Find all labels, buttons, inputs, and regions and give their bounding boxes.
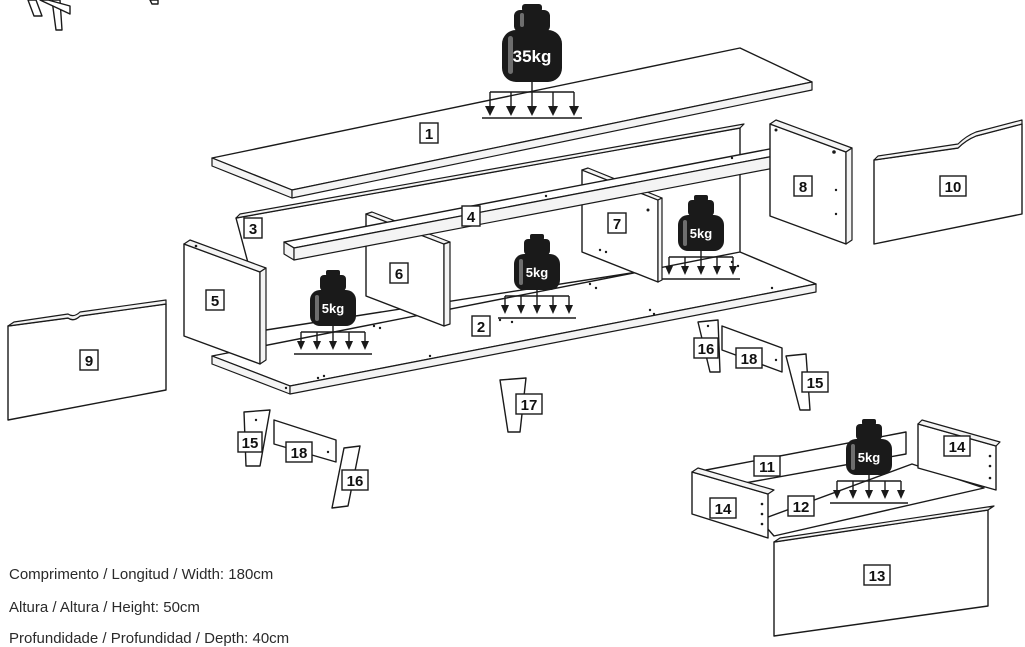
- weight-drawer: 5kg: [830, 419, 908, 504]
- weight-middle-label: 5kg: [526, 265, 548, 280]
- part-label-5: 5: [205, 289, 225, 311]
- svg-text:12: 12: [793, 499, 810, 516]
- svg-text:1: 1: [425, 126, 433, 143]
- part-label-2: 2: [471, 315, 491, 337]
- part-label-16-right: 16: [693, 337, 719, 359]
- svg-text:10: 10: [945, 179, 962, 196]
- svg-text:13: 13: [869, 568, 886, 585]
- svg-text:6: 6: [395, 266, 403, 283]
- svg-text:2: 2: [477, 319, 485, 336]
- weight-top: 35kg: [482, 4, 582, 119]
- part-label-15-right: 15: [801, 371, 829, 393]
- svg-text:9: 9: [85, 353, 93, 370]
- svg-text:18: 18: [291, 445, 308, 462]
- part-label-11: 11: [753, 455, 781, 477]
- part-label-8: 8: [793, 175, 813, 197]
- part-label-18-left: 18: [285, 441, 313, 463]
- dimension-depth: Profundidade / Profundidad / Depth: 40cm: [9, 630, 290, 647]
- svg-text:18: 18: [741, 351, 758, 368]
- part-label-14-left: 14: [709, 497, 737, 519]
- part-label-17: 17: [515, 393, 543, 415]
- part-label-6: 6: [389, 262, 409, 284]
- weight-left: 5kg: [294, 270, 372, 355]
- top-panel: [211, 47, 813, 199]
- svg-text:15: 15: [242, 435, 259, 452]
- part-label-10: 10: [939, 175, 967, 197]
- weight-right: 5kg: [662, 195, 740, 280]
- svg-text:17: 17: [521, 397, 538, 414]
- bottom-panel: [211, 251, 817, 395]
- part-label-9: 9: [79, 349, 99, 371]
- svg-text:15: 15: [807, 375, 824, 392]
- svg-text:3: 3: [249, 221, 257, 238]
- svg-text:16: 16: [698, 341, 715, 358]
- part-label-18-right: 18: [735, 347, 763, 369]
- part-label-3: 3: [243, 217, 263, 239]
- part-label-4: 4: [461, 205, 481, 227]
- svg-text:8: 8: [799, 179, 807, 196]
- svg-text:4: 4: [467, 209, 476, 226]
- part-label-16-left: 16: [341, 469, 369, 491]
- drawer-assembly: [691, 419, 1001, 637]
- part-label-1: 1: [419, 122, 439, 144]
- svg-text:14: 14: [715, 501, 732, 518]
- part-label-14-right: 14: [943, 435, 971, 457]
- part-label-15-left: 15: [237, 431, 263, 453]
- dimension-height: Altura / Altura / Height: 50cm: [9, 599, 200, 616]
- weight-drawer-label: 5kg: [858, 450, 880, 465]
- svg-text:5: 5: [211, 293, 219, 310]
- svg-text:11: 11: [759, 459, 775, 476]
- part-label-12: 12: [787, 495, 815, 517]
- part-label-13: 13: [863, 564, 891, 586]
- corner-leg-fragment: [27, 0, 159, 31]
- weight-top-label: 35kg: [513, 47, 552, 66]
- svg-text:7: 7: [613, 216, 621, 233]
- weight-right-label: 5kg: [690, 226, 712, 241]
- part-label-7: 7: [607, 212, 627, 234]
- svg-text:16: 16: [347, 473, 364, 490]
- svg-text:14: 14: [949, 439, 966, 456]
- weight-left-label: 5kg: [322, 301, 344, 316]
- dimension-width: Comprimento / Longitud / Width: 180cm: [9, 566, 274, 583]
- weight-middle: 5kg: [498, 234, 576, 319]
